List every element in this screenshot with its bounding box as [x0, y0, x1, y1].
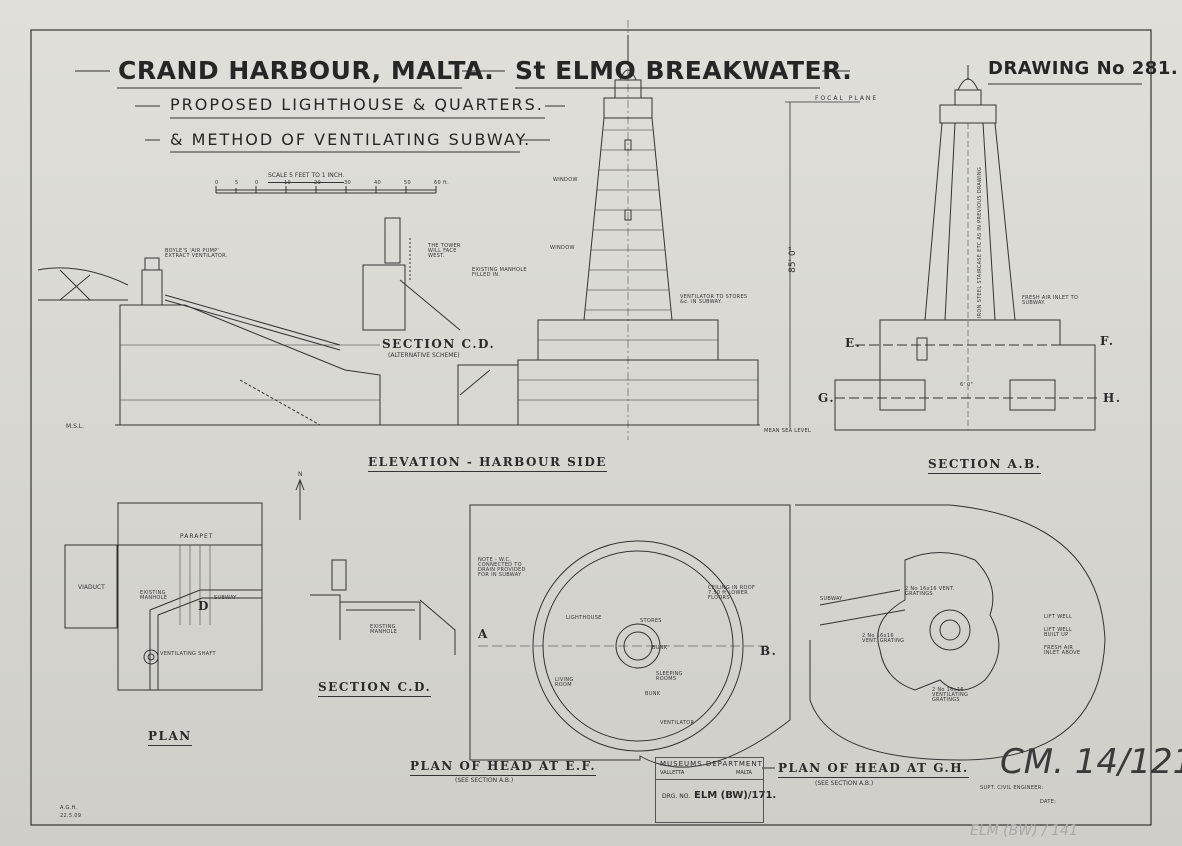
- scale-tick: 5: [235, 180, 239, 186]
- handwritten-reference: CM. 14/121: [1000, 742, 1182, 782]
- bunk-label: BUNK: [652, 645, 668, 651]
- title-rules: [75, 70, 1142, 153]
- plan-ef-subtitle: (SEE SECTION A.B.): [455, 777, 514, 784]
- ceiling-note: CEILING IN ROOF 7.50 ft LOWER FLOORS: [708, 585, 756, 601]
- stair-note: IRON STEEL STAIRCASE ETC AS IN PREVIOUS …: [977, 166, 984, 319]
- parapet-label: PARAPET: [180, 533, 214, 540]
- section-cd-drawing: [310, 559, 456, 655]
- existing-manhole-label: EXISTING MANHOLE: [140, 590, 168, 601]
- scale-bar: [215, 186, 437, 194]
- breakwater-elevation: [37, 257, 760, 426]
- stamp-drg-label: DRG. NO.: [662, 793, 691, 800]
- north-arrow-label: N: [298, 471, 303, 478]
- section-ab-title: SECTION A.B.: [928, 458, 1042, 474]
- date-label: DATE:: [1040, 799, 1057, 805]
- stamp-department: MUSEUMS DEPARTMENT: [660, 760, 763, 768]
- sleeping-rooms-label: SLEEPING ROOMS: [656, 671, 683, 682]
- ventilator-label: VENTILATOR TO STORES &c. IN SUBWAY.: [680, 294, 748, 305]
- scale-tick: 0: [215, 180, 219, 186]
- scale-tick: 60 ft.: [434, 180, 449, 186]
- cut-label-b: B.: [760, 644, 778, 658]
- width-dimension: 6' 0": [960, 382, 974, 388]
- fresh-air-label: FRESH AIR INLET TO SUBWAY.: [1022, 295, 1079, 306]
- cut-label-f: F.: [1100, 334, 1115, 348]
- scale-tick: 0: [255, 180, 259, 186]
- lift-well-label: LIFT WELL: [1044, 614, 1073, 620]
- museum-stamp: MUSEUMS DEPARTMENT VALLETTA MALTA DRG. N…: [655, 757, 776, 823]
- subway-label: SUBWAY: [214, 595, 237, 601]
- engineer-label: SUPT. CIVIL ENGINEER:: [980, 785, 1044, 791]
- subtitle-1: PROPOSED LIGHTHOUSE & QUARTERS.: [170, 95, 544, 114]
- focal-plane-label: FOCAL PLANE: [815, 95, 879, 102]
- stamp-city: VALLETTA: [660, 770, 685, 776]
- cut-label-g: G.: [818, 391, 835, 405]
- cut-label-e: E.: [845, 336, 862, 350]
- lift-well-built-label: LIFT WELL BUILT UP: [1044, 627, 1073, 638]
- living-room-label: LIVING ROOM: [555, 677, 574, 688]
- gratings-label: 2 No 16x16 VENTILATING GRATINGS: [932, 687, 969, 703]
- scale-tick: 40: [374, 180, 381, 186]
- lighthouse-label: LIGHTHOUSE: [566, 615, 602, 621]
- plan-gh-title: PLAN OF HEAD AT G.H.: [778, 762, 969, 778]
- plan-gh-subtitle: (SEE SECTION A.B.): [815, 780, 874, 787]
- air-pump-label: BOYLE'S 'AIR PUMP' EXTRACT VENTILATOR.: [165, 248, 228, 259]
- height-dimension: [627, 20, 860, 440]
- window-label: WINDOW: [553, 177, 578, 183]
- bunk-label: BUNK: [645, 691, 661, 697]
- scale-label: SCALE 5 FEET TO 1 INCH.: [268, 173, 345, 183]
- fresh-air-label: FRESH AIR INLET ABOVE: [1044, 645, 1081, 656]
- viaduct-label: VIADUCT: [78, 584, 105, 591]
- stores-label: STORES: [640, 618, 662, 624]
- elevation-title: ELEVATION - HARBOUR SIDE: [368, 456, 607, 472]
- tower-note: THE TOWER WILL FACE WEST.: [428, 243, 461, 259]
- plan-gh-drawing: [795, 504, 1106, 761]
- drawing-border: [30, 29, 1152, 826]
- section-cd-alternative: [362, 217, 519, 426]
- scale-tick: 30: [344, 180, 351, 186]
- ventilating-shaft-label: VENTILATING SHAFT: [160, 651, 216, 657]
- ventilator-label: VENTILATOR: [660, 720, 695, 726]
- cut-label-h: H.: [1103, 391, 1122, 405]
- plan-drawing: [64, 478, 305, 691]
- scale-tick: 20: [314, 180, 321, 186]
- gratings-label: 2 No 16x16 VENT. GRATING: [862, 633, 905, 644]
- msl-label: M.S.L.: [66, 423, 85, 430]
- cut-label-d: D: [198, 599, 210, 613]
- section-cd-title: SECTION C.D.: [318, 681, 432, 697]
- wc-note: NOTE - W.C. CONNECTED TO DRAIN PROVIDED …: [478, 557, 526, 578]
- location-title: St ELMO BREAKWATER.: [515, 56, 853, 85]
- main-title: CRAND HARBOUR, MALTA.: [118, 56, 495, 85]
- existing-manhole-label: EXISTING MANHOLE FILLED IN.: [472, 267, 527, 278]
- lighthouse-elevation: [517, 35, 759, 426]
- subway-label: SUBWAY: [820, 596, 843, 602]
- existing-manhole-label: EXISTING MANHOLE: [370, 624, 398, 635]
- plan-ef-drawing: [469, 504, 791, 768]
- stamp-drg-value: ELM (BW)/171.: [694, 790, 777, 801]
- section-ab-drawing: [834, 65, 1100, 431]
- plan-ef-title: PLAN OF HEAD AT E.F.: [410, 760, 597, 776]
- initials: A.G.H.: [60, 805, 78, 811]
- section-cd-alt-subtitle: (ALTERNATIVE SCHEME): [388, 352, 460, 359]
- height-label: 85' 0": [787, 246, 798, 273]
- drawing-number: DRAWING No 281.: [988, 58, 1179, 79]
- scale-tick: 50: [404, 180, 411, 186]
- window-label: WINDOW: [550, 245, 575, 251]
- mean-sea-level-label: MEAN SEA LEVEL: [764, 428, 812, 434]
- plan-title: PLAN: [148, 730, 192, 746]
- cut-label-a: A: [478, 627, 489, 641]
- stamp-country: MALTA: [736, 770, 752, 776]
- scale-tick: 10: [284, 180, 291, 186]
- subtitle-2: & METHOD OF VENTILATING SUBWAY.: [170, 130, 532, 149]
- gratings-label: 2 No 16x16 VENT. GRATINGS: [905, 586, 955, 597]
- initials-date: 22.5.09: [60, 813, 82, 819]
- pencil-reference: ELM (BW) / 141: [970, 823, 1078, 839]
- section-cd-alt-title: SECTION C.D.: [382, 337, 496, 351]
